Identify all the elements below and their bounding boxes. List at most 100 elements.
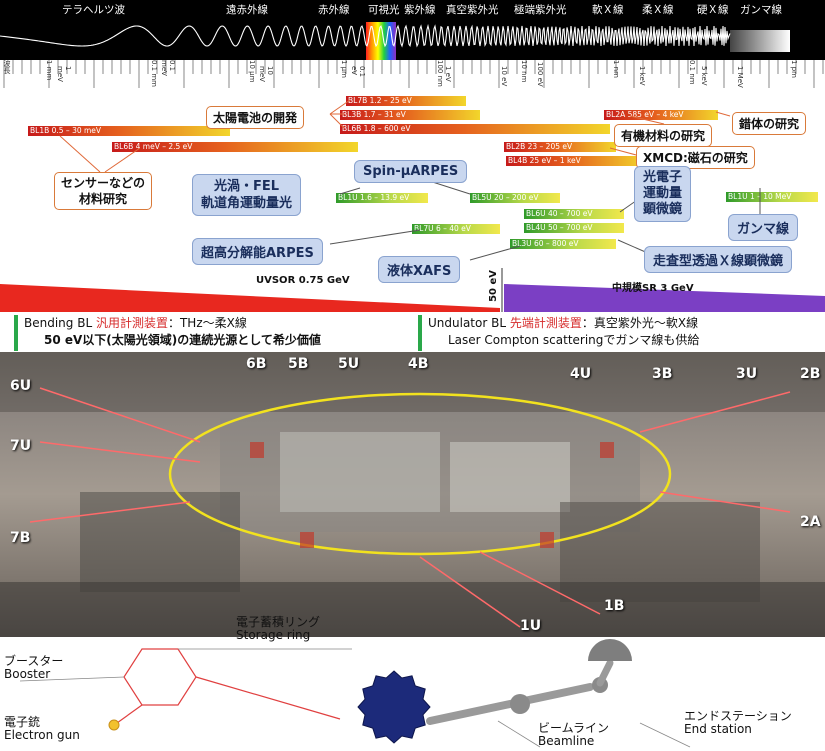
label-electron-gun: 電子銃 Electron gun <box>4 716 80 742</box>
band-soft-xray: 軟Ｘ線 <box>592 4 624 16</box>
scale-label-01nm: 0.1 nm <box>688 60 696 85</box>
sr3-label: 中規模SR 3 GeV <box>612 283 694 294</box>
energy-bar <box>0 268 825 312</box>
band-tender-xray: 柔Ｘ線 <box>642 4 674 16</box>
beamline-bar-bl3u: BL3U 60 – 800 eV <box>510 239 616 249</box>
facility-photo-scene <box>0 352 825 637</box>
undulator-wedge <box>504 284 825 312</box>
app-solar-cell: 太陽電池の開発 <box>206 106 305 129</box>
band-hard-xray: 硬Ｘ線 <box>697 4 729 16</box>
photo-label-2b: 2B <box>800 366 821 382</box>
scale-label-1um: 1 μm <box>340 60 348 78</box>
undulator-range: ：真空紫外光～軟X線 <box>581 316 699 330</box>
app-gamma-ray: ガンマ線 <box>728 214 799 241</box>
undulator-info-box: Undulator BL 先端計測装置：真空紫外光～軟X線 Laser Comp… <box>418 315 818 351</box>
energy-label-1ev: 1 eV <box>444 66 452 82</box>
photo-label-6u: 6U <box>10 378 32 394</box>
storage-ring-icon <box>357 670 431 744</box>
app-sensor-line2: 材料研究 <box>79 192 128 206</box>
bending-general-instruments: 汎用計測装置 <box>95 316 168 330</box>
booster-ring <box>123 648 197 706</box>
photo-label-2a: 2A <box>800 514 821 530</box>
band-visible: 可視光 <box>368 4 400 16</box>
scale-label-01mm: 0.1 mm <box>150 60 158 87</box>
band-terahertz: テラヘルツ波 <box>62 4 125 16</box>
band-ultraviolet: 紫外線 <box>404 4 436 16</box>
app-complex-research: 錯体の研究 <box>732 112 807 135</box>
beamline-bar-bl7u: BL7U 6 – 40 eV <box>412 224 500 234</box>
photo-label-6b: 6B <box>246 356 267 372</box>
energy-label-01ev: 0.1 eV <box>350 66 366 78</box>
bending-prefix: Bending BL <box>24 316 96 330</box>
scale-label-wavelength: 波長 <box>3 60 11 74</box>
storage-ring-path <box>168 392 672 556</box>
ruler-ticks <box>3 60 824 88</box>
app-xmcd-magnet: XMCD:磁石の研究 <box>636 146 755 169</box>
label-booster-jp: ブースター <box>4 654 64 668</box>
beamline-bar-bl4b: BL4B 25 eV – 1 keV <box>506 156 646 166</box>
injection-line <box>116 704 143 724</box>
app-optical-vortex: 光渦・FEL 軌道角運動量光 <box>192 174 302 216</box>
beamline-bar-bl1b: BL1B 0.5 – 30 meV <box>28 126 230 136</box>
end-station-dome <box>588 639 632 661</box>
photo-label-3b: 3B <box>652 366 673 382</box>
scale-label-1pm: 1 pm <box>790 60 798 78</box>
undulator-info-line2: Laser Compton scatteringでガンマ線も供給 <box>448 333 700 347</box>
beamline-bar-bl1u: BL1U 1.6 – 13.9 eV <box>336 193 428 203</box>
beamline-bar-bl7b: BL7B 1.2 – 25 eV <box>346 96 466 106</box>
app-high-resolution-arpes: 超高分解能ARPES <box>192 238 323 265</box>
beamline-paths <box>29 387 791 628</box>
app-pem-line2: 運動量 <box>643 186 683 201</box>
beamline-bar-bl6b: BL6B 1.8 – 600 eV <box>340 124 610 134</box>
label-gun-jp: 電子銃 <box>4 715 41 729</box>
beamline-optics-ball <box>510 694 530 714</box>
energy-label-5kev: 5 keV <box>700 66 708 86</box>
accelerator-schematic <box>19 639 691 748</box>
photo-label-4u: 4U <box>570 366 592 382</box>
beamline-bar-bl3b: BL3B 1.7 – 31 eV <box>340 110 480 120</box>
bending-info-line2: 50 eV以下(太陽光領域)の連続光源として希少価値 <box>44 333 321 347</box>
energy-label-100ev: 100 eV <box>536 62 544 87</box>
facility-photo: 6U 6B 5B 5U 4B 4U 3B 3U 2B 7U 2A 7B 1B 1… <box>0 352 825 637</box>
app-organic-materials: 有機材料の研究 <box>614 124 713 147</box>
label-beamline: ビームライン Beamline <box>538 722 609 748</box>
beamline-bar-bl4u: BL4U 50 – 700 eV <box>524 223 624 233</box>
scale-label-10nm: 10 nm <box>520 60 528 83</box>
energy-label-1mev: 1 meV <box>56 66 72 82</box>
label-end-jp: エンドステーション <box>684 709 792 723</box>
scale-label-100nm: 100 nm <box>436 60 444 87</box>
photo-label-5u: 5U <box>338 356 360 372</box>
app-spin-arpes: Spin-μARPES <box>354 160 468 183</box>
scale-ruler: 波長 1 mm 0.1 mm 10 μm 1 μm 100 nm 10 nm 1… <box>0 60 825 88</box>
beamline-bar-bl6u: BL6U 40 – 700 eV <box>524 209 624 219</box>
band-far-infrared: 遠赤外線 <box>226 4 268 16</box>
scale-label-1nm: 1 nm <box>612 60 620 78</box>
app-photoelectron-microscope: 光電子 運動量 顕微鏡 <box>634 166 692 222</box>
energy-label-1mev-gamma: 1 MeV <box>736 66 744 88</box>
photo-label-5b: 5B <box>288 356 309 372</box>
app-pem-line1: 光電子 <box>643 170 683 185</box>
undulator-info-line1: Undulator BL 先端計測装置：真空紫外光～軟X線 <box>428 315 818 332</box>
energy-label-01mev: 0.1 meV <box>160 60 176 76</box>
app-vortex-line2: 軌道角運動量光 <box>201 196 293 211</box>
uvsor-label: UVSOR 0.75 GeV <box>256 275 350 286</box>
app-sensor-line1: センサーなどの <box>61 176 146 190</box>
band-infrared: 赤外線 <box>318 4 350 16</box>
beamline-bar-bl6b-ir: BL6B 4 meV – 2.5 eV <box>112 142 358 152</box>
energy-50ev-label: 50 eV <box>488 270 499 302</box>
label-ring-jp: 電子蓄積リング <box>236 615 321 629</box>
label-beamline-jp: ビームライン <box>538 721 610 735</box>
bending-range: ：THz～柔X線 <box>167 316 247 330</box>
label-booster: ブースター Booster <box>4 655 63 681</box>
bending-info-line1: Bending BL 汎用計測装置：THz～柔X線 <box>24 315 410 332</box>
app-sensor-materials: センサーなどの 材料研究 <box>54 172 153 210</box>
app-vortex-line1: 光渦・FEL <box>213 179 280 194</box>
undulator-advanced-instruments: 先端計測装置 <box>509 316 582 330</box>
spectrum-strip: テラヘルツ波 遠赤外線 赤外線 可視光 紫外線 真空紫外光 極端紫外光 軟Ｘ線 … <box>0 0 825 60</box>
label-end-station: エンドステーション End station <box>684 710 792 736</box>
spectrum-wave <box>0 22 790 60</box>
energy-label-10mev: 10 meV <box>258 66 274 82</box>
label-booster-en: Booster <box>4 667 51 681</box>
band-gamma: ガンマ線 <box>740 4 782 16</box>
scale-label-10um: 10 μm <box>248 60 256 83</box>
